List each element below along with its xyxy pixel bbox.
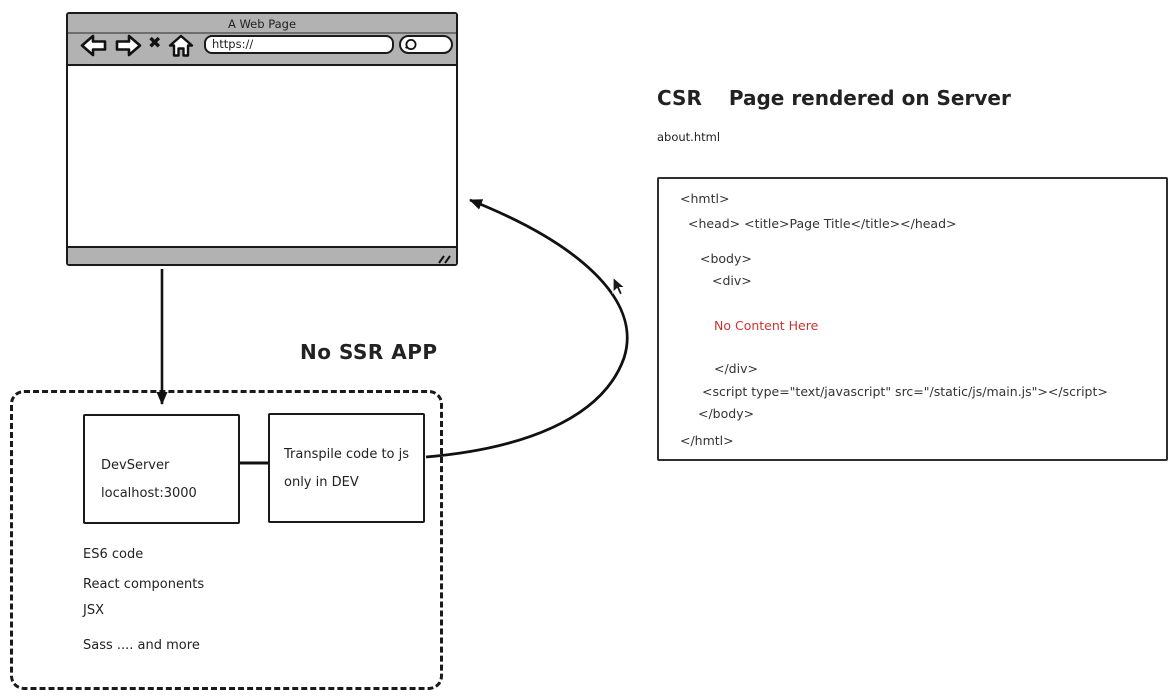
- no-ssr-app-container: [10, 390, 443, 690]
- code-line: </hmtl>: [680, 433, 734, 448]
- browser-status-bar: [68, 246, 456, 264]
- feature-sass: Sass .... and more: [83, 638, 200, 653]
- code-line: <body>: [700, 251, 752, 266]
- mouse-cursor-icon: [611, 275, 628, 301]
- code-line: <script type="text/javascript" src="/sta…: [702, 384, 1108, 399]
- browser-title: A Web Page: [227, 17, 297, 31]
- close-icon[interactable]: ✖: [148, 33, 162, 52]
- code-line: <div>: [712, 273, 752, 288]
- back-icon[interactable]: [80, 34, 108, 61]
- dev-server-box: DevServer localhost:3000: [83, 414, 240, 524]
- no-ssr-app-label: No SSR APP: [300, 340, 438, 364]
- browser-header: A Web Page ✖ https://: [68, 14, 456, 66]
- resize-handle-icon[interactable]: [436, 250, 452, 269]
- search-icon: [405, 39, 417, 50]
- feature-es6: ES6 code: [83, 547, 144, 562]
- home-icon[interactable]: [168, 34, 194, 62]
- html-code-box: <hmtl> <head> <title>Page Title</title><…: [657, 177, 1168, 461]
- code-line: <head> <title>Page Title</title></head>: [688, 216, 957, 231]
- url-field[interactable]: https://: [204, 35, 394, 54]
- code-line: <hmtl>: [680, 191, 730, 206]
- transpile-line2: only in DEV: [284, 475, 359, 490]
- filename-label: about.html: [657, 130, 721, 144]
- csr-heading-text: Page rendered on Server: [728, 86, 1011, 110]
- feature-react: React components: [83, 577, 205, 592]
- csr-heading-abbr: CSR: [657, 86, 702, 110]
- search-box[interactable]: [399, 35, 453, 54]
- code-line-no-content: No Content Here: [714, 318, 819, 333]
- feature-jsx: JSX: [83, 603, 104, 618]
- code-line: </div>: [714, 361, 758, 376]
- titlebar-divider: [68, 32, 456, 34]
- dev-server-name: DevServer: [101, 458, 170, 473]
- browser-window: A Web Page ✖ https://: [66, 12, 458, 266]
- csr-heading: CSR Page rendered on Server: [657, 86, 1011, 110]
- transpile-box: Transpile code to js only in DEV: [268, 413, 425, 523]
- transpile-line1: Transpile code to js: [284, 447, 410, 462]
- forward-icon[interactable]: [114, 34, 142, 61]
- dev-server-host: localhost:3000: [101, 486, 197, 501]
- code-line: </body>: [698, 406, 755, 421]
